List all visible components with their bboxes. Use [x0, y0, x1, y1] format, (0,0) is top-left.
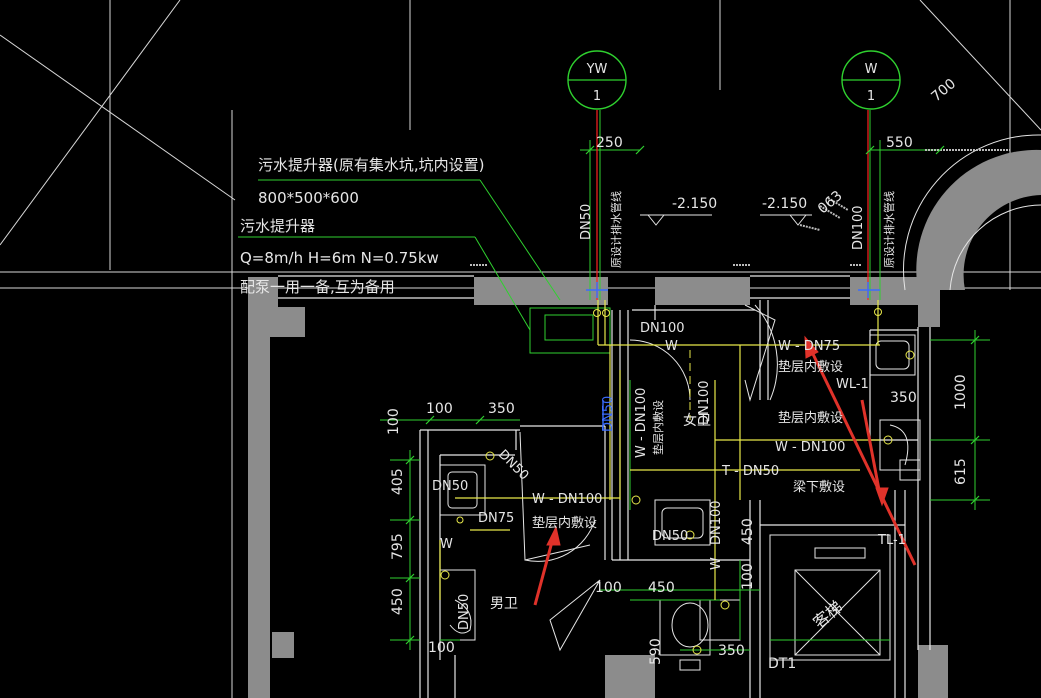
label-dn100-mid2: DN100	[709, 500, 724, 545]
label-dn50-lower: DN50	[457, 594, 472, 630]
label-beam-below: 梁下敷设	[793, 480, 845, 495]
room-labels: 男卫 客梯 DT1	[490, 596, 846, 672]
label-connect-left: 原设计排水管线	[609, 191, 623, 268]
dim-100-v: 100	[386, 408, 402, 435]
dim-100-a: 100	[426, 401, 453, 417]
label-dn75-left: DN75	[478, 511, 514, 526]
yellow-pipes	[439, 300, 880, 600]
dim-350-c: 350	[718, 643, 745, 659]
pipe-labels: DN50 原设计排水管线 DN100 原设计排水管线 DN100 W W - D…	[432, 191, 906, 630]
dim-795: 795	[390, 533, 406, 560]
green-lines	[238, 110, 990, 651]
label-connect-right: 原设计排水管线	[882, 191, 896, 268]
floor-drains	[440, 308, 915, 655]
label-w-top: W	[665, 339, 678, 354]
dim-700: 700	[928, 76, 959, 105]
axis-w-bottom: 1	[867, 89, 875, 104]
room-elevator: 客梯	[809, 597, 846, 632]
label-dn100-mid: DN100	[697, 380, 712, 425]
label-pad-d: 垫层内敷设	[532, 515, 597, 531]
dim-405: 405	[390, 468, 406, 495]
door-swings	[519, 304, 778, 652]
label-women-wc: 女卫	[683, 412, 711, 429]
dim-550: 550	[886, 135, 913, 151]
note-lift-pumps: 配泵一用一备,互为备用	[240, 278, 395, 296]
elevator-shaft	[769, 534, 891, 661]
level-left: -2.150	[672, 196, 717, 212]
dashed-pipes	[620, 344, 760, 420]
label-w-dn100-left: W - DN100	[532, 492, 602, 507]
note-lift-name: 污水提升器	[240, 217, 315, 235]
dim-1000: 1000	[953, 374, 969, 410]
label-dn50-blue: DN50	[601, 396, 616, 432]
label-tl1: TL-1	[877, 533, 906, 548]
room-dt1: DT1	[768, 656, 796, 672]
axis-w-top: W	[865, 62, 878, 77]
curved-wall	[903, 134, 1041, 291]
dim-100-b: 100	[428, 640, 455, 656]
label-dn50-v: DN50	[579, 204, 594, 240]
label-pad-c: 垫层内敷设	[778, 410, 843, 426]
room-men-wc: 男卫	[490, 596, 518, 612]
dimension-texts: 250 550 700 063 100 350 100 405 795 450 …	[386, 76, 969, 665]
note-lift-params: Q=8m/h H=6m N=0.75kw	[240, 249, 439, 267]
axis-yw-bottom: 1	[593, 89, 601, 104]
axis-yw-top: YW	[586, 62, 608, 77]
red-arrows	[533, 335, 917, 606]
dimension-ticks	[405, 145, 980, 645]
label-dn50-diag: DN50	[495, 447, 531, 483]
dim-615: 615	[953, 458, 969, 485]
dim-100-c: 100	[740, 563, 756, 590]
label-w-dn100-h: W - DN100	[775, 440, 845, 455]
axis-bubble-yw: YW 1	[567, 50, 627, 110]
axis-lines	[596, 110, 869, 300]
dim-450-c: 450	[648, 580, 675, 596]
level-right: -2.150	[762, 196, 807, 212]
label-w-mid: W	[709, 557, 724, 570]
dim-250: 250	[596, 135, 623, 151]
notes: 污水提升器(原有集水坑,坑内设置) 800*500*600 污水提升器 Q=8m…	[240, 156, 484, 296]
dim-063: 063	[815, 188, 846, 217]
note-lift-title: 污水提升器(原有集水坑,坑内设置)	[258, 156, 484, 174]
label-t-dn50: T - DN50	[721, 464, 779, 479]
label-w-dn100-v: W - DN100	[634, 388, 649, 458]
label-w-left: W	[440, 537, 453, 552]
dim-450-b: 450	[740, 518, 756, 545]
label-dn100-v: DN100	[851, 205, 866, 250]
label-pad-b: 垫层内敷设	[651, 400, 665, 455]
dim-350-a: 350	[488, 401, 515, 417]
hatch-marks	[470, 149, 1010, 266]
label-dn50-mid: DN50	[652, 529, 688, 544]
note-lift-size: 800*500*600	[258, 189, 359, 207]
level-marks	[640, 214, 812, 226]
label-dn50-left: DN50	[432, 479, 468, 494]
dim-100-d: 100	[595, 580, 622, 596]
dim-350-b: 350	[890, 390, 917, 406]
label-wl1: WL-1	[836, 377, 869, 392]
label-pad-a: 垫层内敷设	[778, 359, 843, 375]
dim-450-v: 450	[390, 588, 406, 615]
level-texts: -2.150 -2.150	[672, 196, 807, 212]
blue-marks	[586, 282, 880, 430]
label-dn100-top: DN100	[640, 321, 685, 336]
label-w-dn75: W - DN75	[778, 339, 840, 354]
dim-590: 590	[648, 638, 664, 665]
walls	[248, 277, 948, 698]
axis-bubble-w: W 1	[841, 50, 901, 110]
